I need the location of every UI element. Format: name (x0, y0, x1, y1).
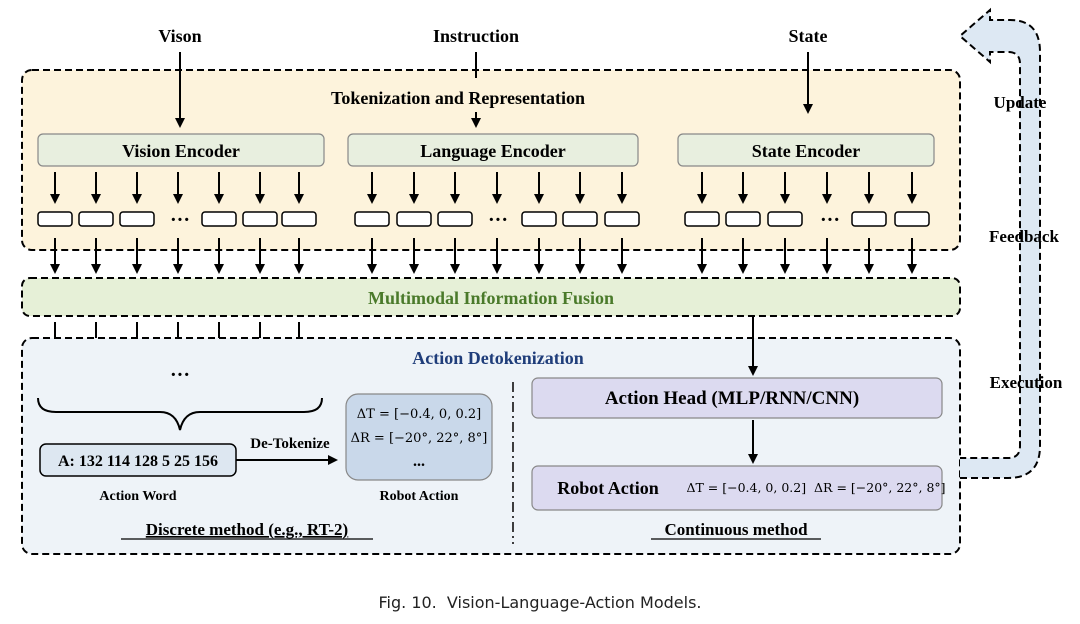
tokenization-title: Tokenization and Representation (331, 88, 585, 108)
language-token (562, 211, 598, 227)
state-token (767, 211, 803, 227)
state-encoder-box (677, 133, 935, 167)
state-token (684, 211, 720, 227)
vision-token (201, 211, 237, 227)
continuous-robot-action-title: Robot Action (557, 478, 659, 498)
vision-token (242, 211, 278, 227)
discrete-robot-action-box (345, 393, 493, 481)
fusion-title: Multimodal Information Fusion (368, 288, 614, 308)
action-word-value: A: 132 114 128 5 25 156 (58, 453, 218, 470)
language-token (354, 211, 390, 227)
loop-update-label: Update (994, 93, 1047, 112)
vision-token (37, 211, 73, 227)
language-token (437, 211, 473, 227)
language-encoder-box (347, 133, 639, 167)
action-head-box (531, 377, 943, 419)
vision-encoder-label: Vision Encoder (122, 141, 240, 161)
continuous-robot-action-box (531, 465, 943, 511)
state-token (851, 211, 887, 227)
state-token (894, 211, 930, 227)
input-state-label: State (789, 26, 828, 46)
input-instruction-label: Instruction (433, 26, 519, 46)
language-token-ellipsis: ··· (488, 209, 508, 231)
language-token (521, 211, 557, 227)
figure-caption: Fig. 10. Vision-Language-Action Models. (379, 593, 702, 612)
discrete-delta-t: ΔT = [−0.4, 0, 0.2] (357, 407, 481, 422)
detokenization-title: Action Detokenization (412, 348, 583, 368)
vision-token (281, 211, 317, 227)
state-token-ellipsis: ··· (820, 209, 840, 231)
continuous-robot-action-values: ΔT = [−0.4, 0, 0.2] ΔR = [−20°, 22°, 8°] (686, 480, 945, 495)
language-token (396, 211, 432, 227)
discrete-delta-r: ΔR = [−20°, 22°, 8°] (351, 431, 488, 446)
action-token-brace (37, 397, 323, 431)
continuous-method-label: Continuous method (664, 520, 808, 539)
discrete-more: ... (413, 453, 425, 470)
state-token (725, 211, 761, 227)
state-encoder-label: State Encoder (752, 141, 860, 161)
action-word-label: Action Word (99, 489, 176, 504)
language-token (604, 211, 640, 227)
input-vision-label: Vison (158, 26, 201, 46)
discrete-robot-action-label: Robot Action (380, 489, 459, 504)
discrete-method-label: Discrete method (e.g., RT-2) (146, 520, 348, 539)
language-encoder-label: Language Encoder (420, 141, 566, 161)
feedback-loop-arrow (958, 7, 1041, 479)
vision-encoder-box (37, 133, 325, 167)
fusion-bar (21, 277, 961, 317)
action-token-ellipsis: ··· (170, 364, 190, 386)
action-head-label: Action Head (MLP/RNN/CNN) (605, 388, 859, 409)
loop-feedback-label: Feedback (989, 227, 1059, 246)
vision-token (119, 211, 155, 227)
de-tokenize-label: De-Tokenize (250, 436, 330, 452)
loop-execution-label: Execution (990, 373, 1063, 392)
vision-token-ellipsis: ··· (170, 209, 190, 231)
vision-token (78, 211, 114, 227)
